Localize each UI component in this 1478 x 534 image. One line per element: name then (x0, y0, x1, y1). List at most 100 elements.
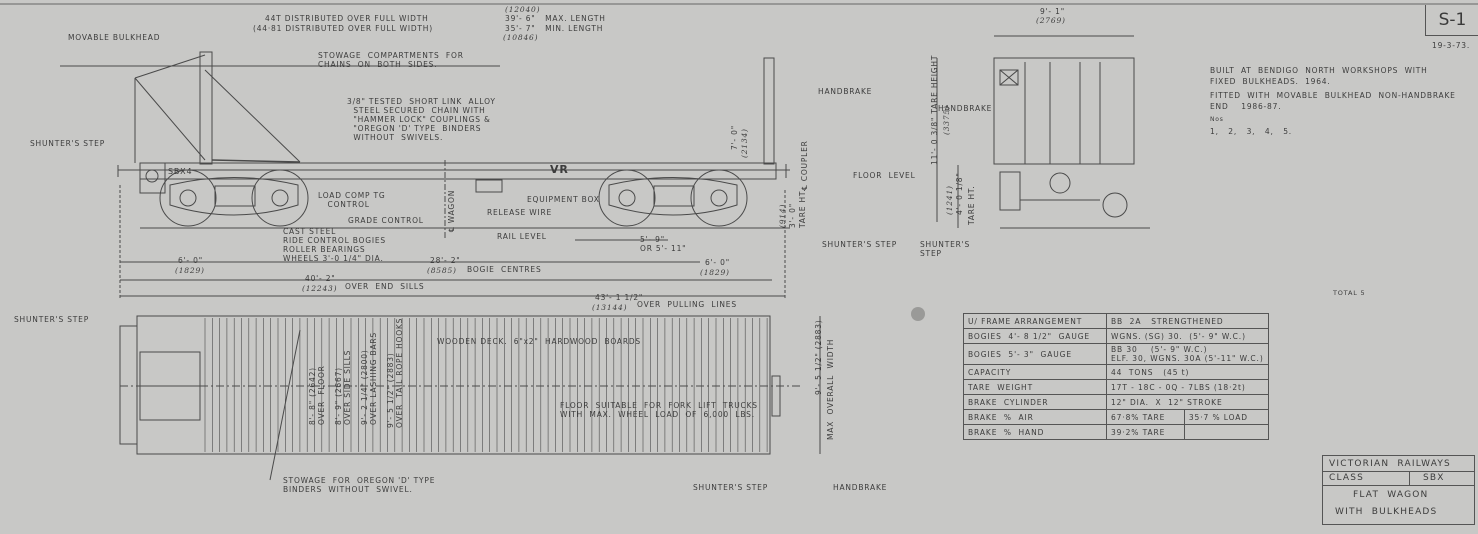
equipment-box-label: EQUIPMENT BOX (527, 195, 600, 204)
tare-ht-label: TARE HT. (798, 188, 807, 228)
max-width-dim: 9'- 5 1/2" (2883) (814, 319, 823, 395)
spec-value: 39·2% TARE (1106, 424, 1185, 440)
release-wire-label: RELEASE WIRE (487, 208, 553, 217)
note-line2: FIXED BULKHEADS. 1964. (1210, 77, 1331, 86)
note-line4: END 1986-87. (1210, 102, 1282, 111)
end-sills-dim: 40'- 2" (305, 274, 336, 283)
divider (1323, 485, 1474, 486)
spec-label: BRAKE % HAND (963, 424, 1107, 440)
note-numbers-label: Nos (1210, 116, 1224, 123)
binder-stowage-label: STOWAGE FOR OREGON 'D' TYPE BINDERS WITH… (283, 476, 436, 494)
deck-boards (204, 318, 768, 452)
spec-value: 67·8% TARE (1106, 409, 1185, 425)
wheelbase-dim: 5'- 9" OR 5'- 11" (640, 235, 687, 253)
spec-label: BRAKE % AIR (963, 409, 1107, 425)
description-line2: WITH BULKHEADS (1335, 507, 1438, 517)
spec-label: BRAKE CYLINDER (963, 394, 1107, 410)
min-length-metric: (10846) (503, 33, 539, 42)
sheet-number: S-1 (1425, 5, 1478, 36)
side-elevation (60, 51, 790, 300)
spec-value: 12" DIA. X 12" STROKE (1106, 394, 1269, 410)
floor-level-label: FLOOR LEVEL (853, 171, 916, 180)
end-sills-metric: (12243) (302, 284, 338, 293)
overhang-right-dim: 6'- 0" (705, 258, 730, 267)
spec-value: WGNS. (SG) 30. (5'- 9" W.C.) (1106, 328, 1269, 344)
plan-shunters-step-right: SHUNTER'S STEP (693, 483, 769, 492)
spec-label: TARE WEIGHT (963, 379, 1107, 395)
plan-shunters-step-left: SHUNTER'S STEP (14, 315, 90, 324)
smudge (911, 307, 925, 321)
divider (1323, 471, 1474, 472)
grade-control-label: GRADE CONTROL (348, 216, 424, 225)
wagon-centreline-label: ℄ WAGON (447, 189, 456, 232)
railway-name: VICTORIAN RAILWAYS (1329, 459, 1451, 469)
spec-value-2 (1183, 424, 1269, 440)
overhang-left-dim: 6'- 0" (178, 256, 203, 265)
stowage-label: STOWAGE COMPARTMENTS FOR CHAINS ON BOTH … (318, 51, 464, 69)
load-note: 44T DISTRIBUTED OVER FULL WIDTH (265, 14, 429, 23)
class-value: SBX (1423, 473, 1445, 483)
end-width-metric: (2769) (1036, 16, 1066, 25)
handbrake-label: HANDBRAKE (818, 87, 873, 96)
note-line3: FITTED WITH MOVABLE BULKHEAD NON-HANDBRA… (1210, 91, 1456, 100)
plan-handbrake-label: HANDBRAKE (833, 483, 888, 492)
end-width-dim: 9'- 1" (1040, 7, 1065, 16)
movable-bulkhead-label: MOVABLE BULKHEAD (68, 33, 161, 42)
total: TOTAL 5 (1333, 289, 1366, 297)
note-line1: BUILT AT BENDIGO NORTH WORKSHOPS WITH (1210, 66, 1428, 75)
fork-lift-note: FLOOR SUITABLE FOR FORK LIFT TRUCKS WITH… (560, 401, 758, 419)
bulkhead-height-metric: (2134) (740, 128, 749, 158)
deck-label: WOODEN DECK. 6"x2" HARDWOOD BOARDS (437, 337, 641, 346)
chain-label: 3/8" TESTED SHORT LINK ALLOY STEEL SECUR… (347, 97, 496, 142)
max-length-metric: (12040) (505, 5, 541, 14)
spec-value: 44 TONS (45 t) (1106, 364, 1269, 380)
overhang-left-metric: (1829) (175, 266, 205, 275)
over-floor-dim: 8'- 8" (2642) OVER FLOOR (308, 365, 326, 425)
wagon-code: SBX4 (168, 167, 193, 176)
bogie-centres-label: BOGIE CENTRES (467, 265, 542, 274)
bogie-centres-dim: 28'- 2" (430, 256, 461, 265)
shunters-step-label-right: SHUNTER'S STEP (822, 240, 898, 249)
end-sills-label: OVER END SILLS (345, 282, 425, 291)
spec-value: BB 30 (5'- 9" W.C.) ELF. 30, WGNS. 30A (… (1106, 343, 1269, 365)
load-note-metric: (44·81 DISTRIBUTED OVER FULL WIDTH) (253, 24, 433, 33)
floor-height-dim: 4'- 0 1/8" (955, 172, 964, 215)
pulling-lines-label: OVER PULLING LINES (637, 300, 737, 309)
bogie-spec-label: CAST STEEL RIDE CONTROL BOGIES ROLLER BE… (283, 227, 386, 263)
end-shunters-step-label: SHUNTER'S STEP (920, 240, 971, 258)
over-tail-rope-hooks-dim: 9'- 5 1/2" (2883) OVER TAIL ROPE HOOKS (386, 317, 404, 428)
over-lashing-bars-dim: 9'- 2 1/4" (2800) OVER LASHING BARS (360, 332, 378, 425)
spec-value: 17T - 18C - 0Q - 7LBS (18·2t) (1106, 379, 1269, 395)
class-label: CLASS (1329, 473, 1365, 483)
rail-level-label: RAIL LEVEL (497, 232, 547, 241)
max-width-label: MAX OVERALL WIDTH (826, 338, 835, 440)
spec-label: CAPACITY (963, 364, 1107, 380)
vr-logo: VR (550, 163, 569, 176)
title-block: VICTORIAN RAILWAYS CLASS SBX FLAT WAGON … (1322, 455, 1475, 525)
coupler-height: 3'- 0" (788, 203, 797, 228)
spec-label: BOGIES 5'- 3" GAUGE (963, 343, 1107, 365)
spec-label: BOGIES 4'- 8 1/2" GAUGE (963, 328, 1107, 344)
bogie-right (598, 169, 748, 227)
max-length: 39'- 6" MAX. LENGTH (505, 14, 606, 23)
load-comp-control-label: LOAD COMP TG CONTROL (318, 191, 386, 209)
bulkhead-height: 7'- 0" (730, 125, 739, 150)
sheet-date: 19-3-73. (1432, 41, 1471, 50)
pulling-lines-dim: 43'- 1 1/2" (595, 293, 644, 302)
floor-height-metric: (1241) (945, 185, 954, 215)
description-line1: FLAT WAGON (1353, 490, 1429, 500)
spec-value: BB 2A STRENGTHENED (1106, 313, 1269, 329)
spec-value-2: 35·7 % LOAD (1183, 409, 1269, 425)
end-view (936, 35, 1150, 229)
plan-view (119, 315, 821, 481)
overhang-right-metric: (1829) (700, 268, 730, 277)
bogie-centres-metric: (8585) (427, 266, 457, 275)
spec-label: U/ FRAME ARRANGEMENT (963, 313, 1107, 329)
